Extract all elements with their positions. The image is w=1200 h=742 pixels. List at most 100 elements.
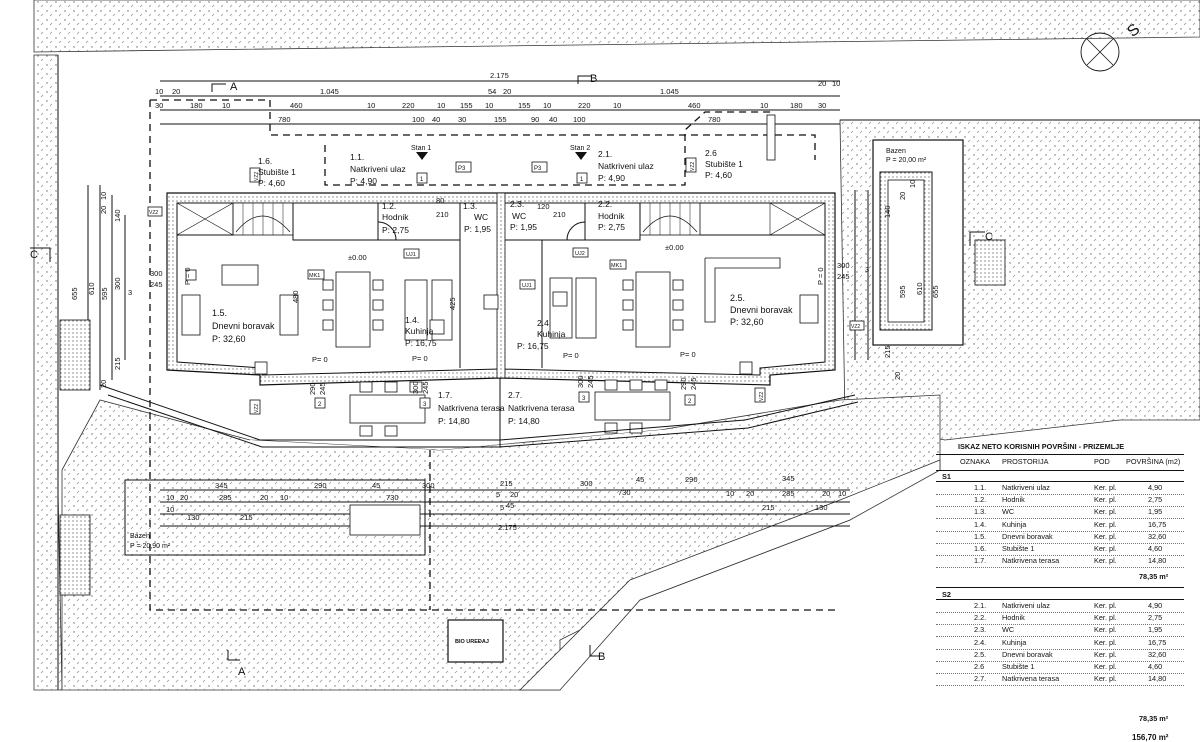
svg-text:VZ2: VZ2 bbox=[254, 172, 260, 181]
svg-text:3: 3 bbox=[423, 402, 427, 408]
cell-prostorija: Kuhinja bbox=[1002, 519, 1027, 529]
svg-text:20: 20 bbox=[172, 87, 180, 96]
header-povrsina: POVRŠINA (m2) bbox=[1126, 457, 1181, 466]
section-s2-label: S2 bbox=[942, 590, 951, 599]
svg-text:VZ2: VZ2 bbox=[759, 392, 765, 401]
section-s1-label: S1 bbox=[942, 472, 951, 481]
furniture-unit-1 bbox=[181, 264, 453, 375]
svg-text:UJ2: UJ2 bbox=[575, 251, 585, 257]
svg-text:20: 20 bbox=[510, 490, 518, 499]
svg-text:245: 245 bbox=[150, 280, 163, 289]
svg-text:P: 1,95: P: 1,95 bbox=[510, 222, 537, 232]
cell-prostorija: Stubište 1 bbox=[1002, 662, 1035, 671]
svg-text:Stubište 1: Stubište 1 bbox=[258, 167, 296, 177]
svg-text:10: 10 bbox=[760, 101, 768, 110]
svg-text:5: 5 bbox=[496, 490, 500, 499]
svg-text:P= 0: P= 0 bbox=[680, 350, 696, 359]
svg-text:30: 30 bbox=[818, 101, 826, 110]
svg-text:180: 180 bbox=[790, 101, 803, 110]
svg-text:290: 290 bbox=[314, 481, 327, 490]
cell-prostorija: Kuhinja bbox=[1002, 637, 1027, 647]
svg-text:3: 3 bbox=[128, 288, 132, 297]
svg-text:1.045: 1.045 bbox=[320, 87, 339, 96]
cell-prostorija: Dnevni boravak bbox=[1002, 649, 1053, 659]
svg-text:10: 10 bbox=[613, 101, 621, 110]
dimension-chain-bottom: 345 290 45 300 215 300 45 290 345 10 20 … bbox=[160, 474, 850, 532]
pool-left-area: P = 20,90 m² bbox=[130, 543, 171, 550]
svg-text:245: 245 bbox=[421, 381, 430, 394]
cell-prostorija: Dnevni boravak bbox=[1002, 531, 1053, 541]
svg-text:10: 10 bbox=[367, 101, 375, 110]
svg-text:460: 460 bbox=[290, 101, 303, 110]
svg-text:655: 655 bbox=[931, 285, 940, 298]
bio-unit: BIO UREĐAJ bbox=[447, 619, 504, 663]
section-b-top: B bbox=[590, 73, 597, 85]
svg-text:290: 290 bbox=[679, 377, 688, 390]
cell-pod: Ker. pl. bbox=[1094, 649, 1117, 659]
cell-oznaka: 2.4. bbox=[974, 637, 987, 647]
svg-text:20: 20 bbox=[893, 372, 902, 380]
svg-text:45: 45 bbox=[372, 481, 380, 490]
dimension-chain-right: 3 300 245 215 20 bbox=[837, 190, 902, 380]
svg-text:130: 130 bbox=[815, 503, 828, 512]
right-block bbox=[974, 239, 1006, 286]
svg-text:300: 300 bbox=[113, 277, 122, 290]
cell-pod: Ker. pl. bbox=[1094, 613, 1117, 623]
cell-oznaka: 2.1. bbox=[974, 601, 987, 610]
pool-right-name: Bazen bbox=[886, 148, 906, 155]
svg-text:45: 45 bbox=[636, 475, 644, 484]
svg-text:30: 30 bbox=[155, 101, 163, 110]
cell-oznaka: 1.1. bbox=[974, 483, 987, 492]
svg-text:215: 215 bbox=[762, 503, 775, 512]
svg-text:155: 155 bbox=[494, 115, 507, 124]
svg-text:1: 1 bbox=[420, 177, 424, 183]
cell-oznaka: 2.2. bbox=[974, 613, 987, 623]
section-c-left: C bbox=[30, 249, 38, 261]
svg-text:40: 40 bbox=[432, 115, 440, 124]
svg-text:BIO UREĐAJ: BIO UREĐAJ bbox=[455, 639, 489, 645]
cell-povrsina: 4,60 bbox=[1148, 662, 1163, 671]
svg-text:80: 80 bbox=[436, 196, 444, 205]
cell-pod: Ker. pl. bbox=[1094, 519, 1117, 529]
cell-povrsina: 16,75 bbox=[1148, 637, 1167, 647]
svg-text:WC: WC bbox=[474, 212, 488, 222]
svg-text:2.175: 2.175 bbox=[498, 523, 517, 532]
cell-povrsina: 4,90 bbox=[1148, 601, 1163, 610]
svg-text:45: 45 bbox=[506, 501, 514, 510]
svg-text:10: 10 bbox=[222, 101, 230, 110]
svg-text:10: 10 bbox=[166, 493, 174, 502]
table-title: ISKAZ NETO KORISNIH POVRŠINI - PRIZEMLJE bbox=[958, 442, 1125, 451]
terrace-tables bbox=[349, 379, 671, 437]
cell-prostorija: WC bbox=[1002, 507, 1015, 517]
svg-text:10: 10 bbox=[280, 493, 288, 502]
svg-text:Stubište 1: Stubište 1 bbox=[705, 159, 743, 169]
svg-text:20: 20 bbox=[818, 79, 826, 88]
svg-text:480: 480 bbox=[291, 290, 300, 303]
svg-text:345: 345 bbox=[782, 474, 795, 483]
room-1-3: 1.3.WCP: 1,95 bbox=[463, 201, 491, 234]
cell-oznaka: 2.7. bbox=[974, 674, 987, 684]
cell-pod: Ker. pl. bbox=[1094, 662, 1117, 671]
steps-bottom-left bbox=[59, 514, 91, 596]
svg-text:P3: P3 bbox=[458, 166, 466, 172]
svg-text:P: 14,80: P: 14,80 bbox=[508, 416, 540, 426]
steps-left bbox=[59, 319, 91, 391]
svg-text:655: 655 bbox=[70, 287, 79, 300]
svg-text:2.2.: 2.2. bbox=[598, 199, 612, 209]
svg-text:2: 2 bbox=[688, 399, 692, 405]
svg-text:155: 155 bbox=[460, 101, 473, 110]
cell-pod: Ker. pl. bbox=[1094, 625, 1117, 635]
svg-text:P: 32,60: P: 32,60 bbox=[212, 334, 246, 344]
svg-text:100: 100 bbox=[412, 115, 425, 124]
svg-text:1.5.: 1.5. bbox=[212, 308, 227, 318]
